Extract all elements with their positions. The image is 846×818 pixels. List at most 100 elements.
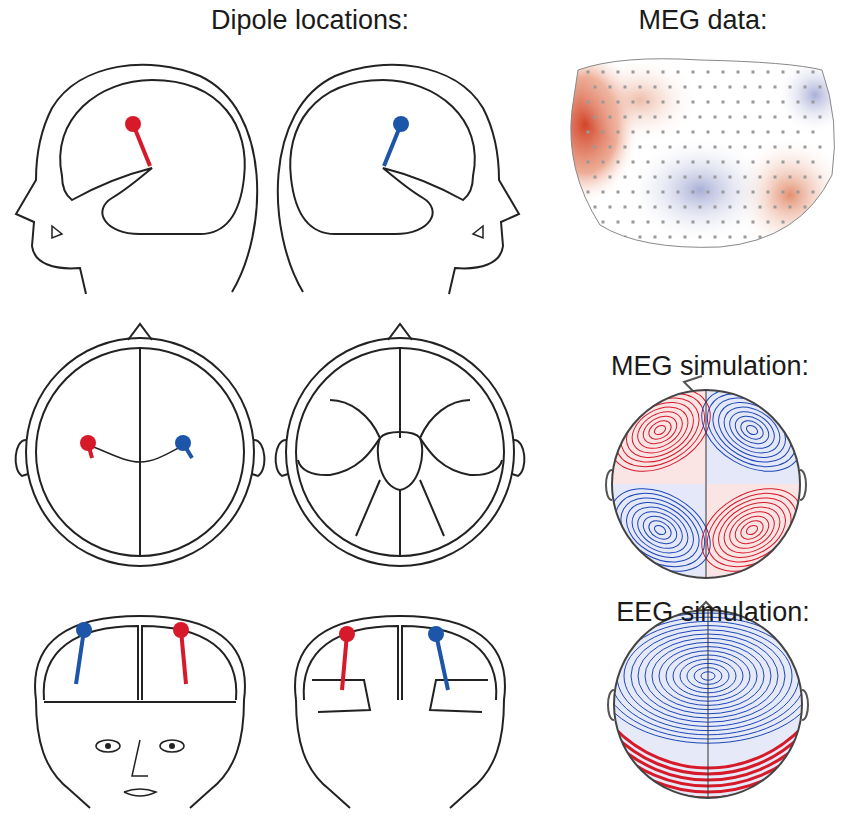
sensor-dot (797, 101, 800, 104)
sensor-dot (797, 161, 800, 164)
sensor-dot (729, 176, 732, 179)
sensor-dot (662, 131, 665, 134)
sensor-dot (707, 131, 710, 134)
sensor-dot (639, 146, 642, 149)
sensor-dot (639, 236, 642, 239)
sensor-dot (744, 206, 747, 209)
panel-heading: MEG data: (638, 6, 767, 36)
sensor-dot (729, 86, 732, 89)
sensor-dot (662, 161, 665, 164)
sensor-dot (819, 206, 822, 209)
sensor-dot (737, 191, 740, 194)
sensor-dot (617, 161, 620, 164)
axial-head (16, 324, 525, 566)
sensor-dot (782, 161, 785, 164)
sensor-dot (812, 161, 815, 164)
sensor-dot (819, 236, 822, 239)
sensor-dot (714, 206, 717, 209)
sensor-dot (782, 71, 785, 74)
sensor-dot (632, 131, 635, 134)
sensor-dot (752, 221, 755, 224)
sensor-dot (639, 206, 642, 209)
sensor-dot (684, 86, 687, 89)
sensor-dot (602, 221, 605, 224)
sensor-dot (669, 116, 672, 119)
contour-line (561, 482, 846, 792)
sensor-dot (782, 221, 785, 224)
sensor-dot (782, 131, 785, 134)
sensor-dot (609, 236, 612, 239)
contour-line (738, 517, 767, 543)
sensor-dot (684, 206, 687, 209)
sensor-dot (684, 176, 687, 179)
contour-line (653, 424, 667, 437)
contour-line (716, 498, 788, 563)
meg-simulation-map (595, 372, 817, 588)
sensor-dot (662, 71, 665, 74)
sensor-dot (624, 206, 627, 209)
sensor-dot (819, 176, 822, 179)
sensor-dot (714, 236, 717, 239)
sensor-dot (632, 101, 635, 104)
sensor-dot (587, 131, 590, 134)
contour-line (745, 424, 759, 437)
sensor-dot (714, 86, 717, 89)
sensor-dot (647, 71, 650, 74)
sensor-dot (617, 71, 620, 74)
sensor-dot (707, 161, 710, 164)
sensor-dot (744, 146, 747, 149)
sensor-dot (767, 71, 770, 74)
sensor-dot (812, 131, 815, 134)
sensor-dot (662, 191, 665, 194)
sensor-dot (699, 206, 702, 209)
sensor-dot (759, 116, 762, 119)
contour-line (624, 398, 696, 463)
panel-heading: EEG simulation: (616, 598, 810, 628)
sensor-dot (647, 101, 650, 104)
sensor-dot (587, 221, 590, 224)
sensor-dot (707, 191, 710, 194)
sensor-dot (602, 101, 605, 104)
sensor-dot (602, 191, 605, 194)
sensor-dot (782, 101, 785, 104)
sensor-dot (804, 176, 807, 179)
sensor-dot (647, 161, 650, 164)
sensor-dot (609, 176, 612, 179)
sensor-dot (639, 116, 642, 119)
sensor-dot (587, 161, 590, 164)
contour-line (631, 504, 689, 556)
sensor-dot (714, 116, 717, 119)
sensor-dot (587, 101, 590, 104)
sensor-dot (647, 131, 650, 134)
sensor-dot (639, 86, 642, 89)
sensor-dot (699, 236, 702, 239)
sensor-dot (812, 191, 815, 194)
sensor-dot (774, 116, 777, 119)
contour-line (631, 404, 689, 456)
sensor-dot (729, 206, 732, 209)
sensor-dot (737, 71, 740, 74)
sensor-dot (669, 86, 672, 89)
sensor-dot (594, 176, 597, 179)
panel-heading: Dipole locations: (211, 6, 409, 36)
sensor-dot (752, 131, 755, 134)
sensor-dot (722, 221, 725, 224)
contour-line (694, 378, 809, 481)
sensor-dot (774, 86, 777, 89)
sensor-dot (707, 71, 710, 74)
contour-line (646, 517, 675, 543)
sensor-dot (767, 221, 770, 224)
sensor-dot (797, 221, 800, 224)
sensor-dot (759, 146, 762, 149)
sensor-dot (654, 236, 657, 239)
sensor-dot (737, 221, 740, 224)
contour-line (646, 417, 675, 443)
contour-line (624, 498, 696, 563)
eeg-simulation-map (558, 482, 846, 800)
sensor-dot (744, 116, 747, 119)
sensor-dot (759, 206, 762, 209)
sensor-dot (594, 236, 597, 239)
sensor-dot (737, 161, 740, 164)
sensor-dot (789, 176, 792, 179)
sensor-dot (737, 101, 740, 104)
